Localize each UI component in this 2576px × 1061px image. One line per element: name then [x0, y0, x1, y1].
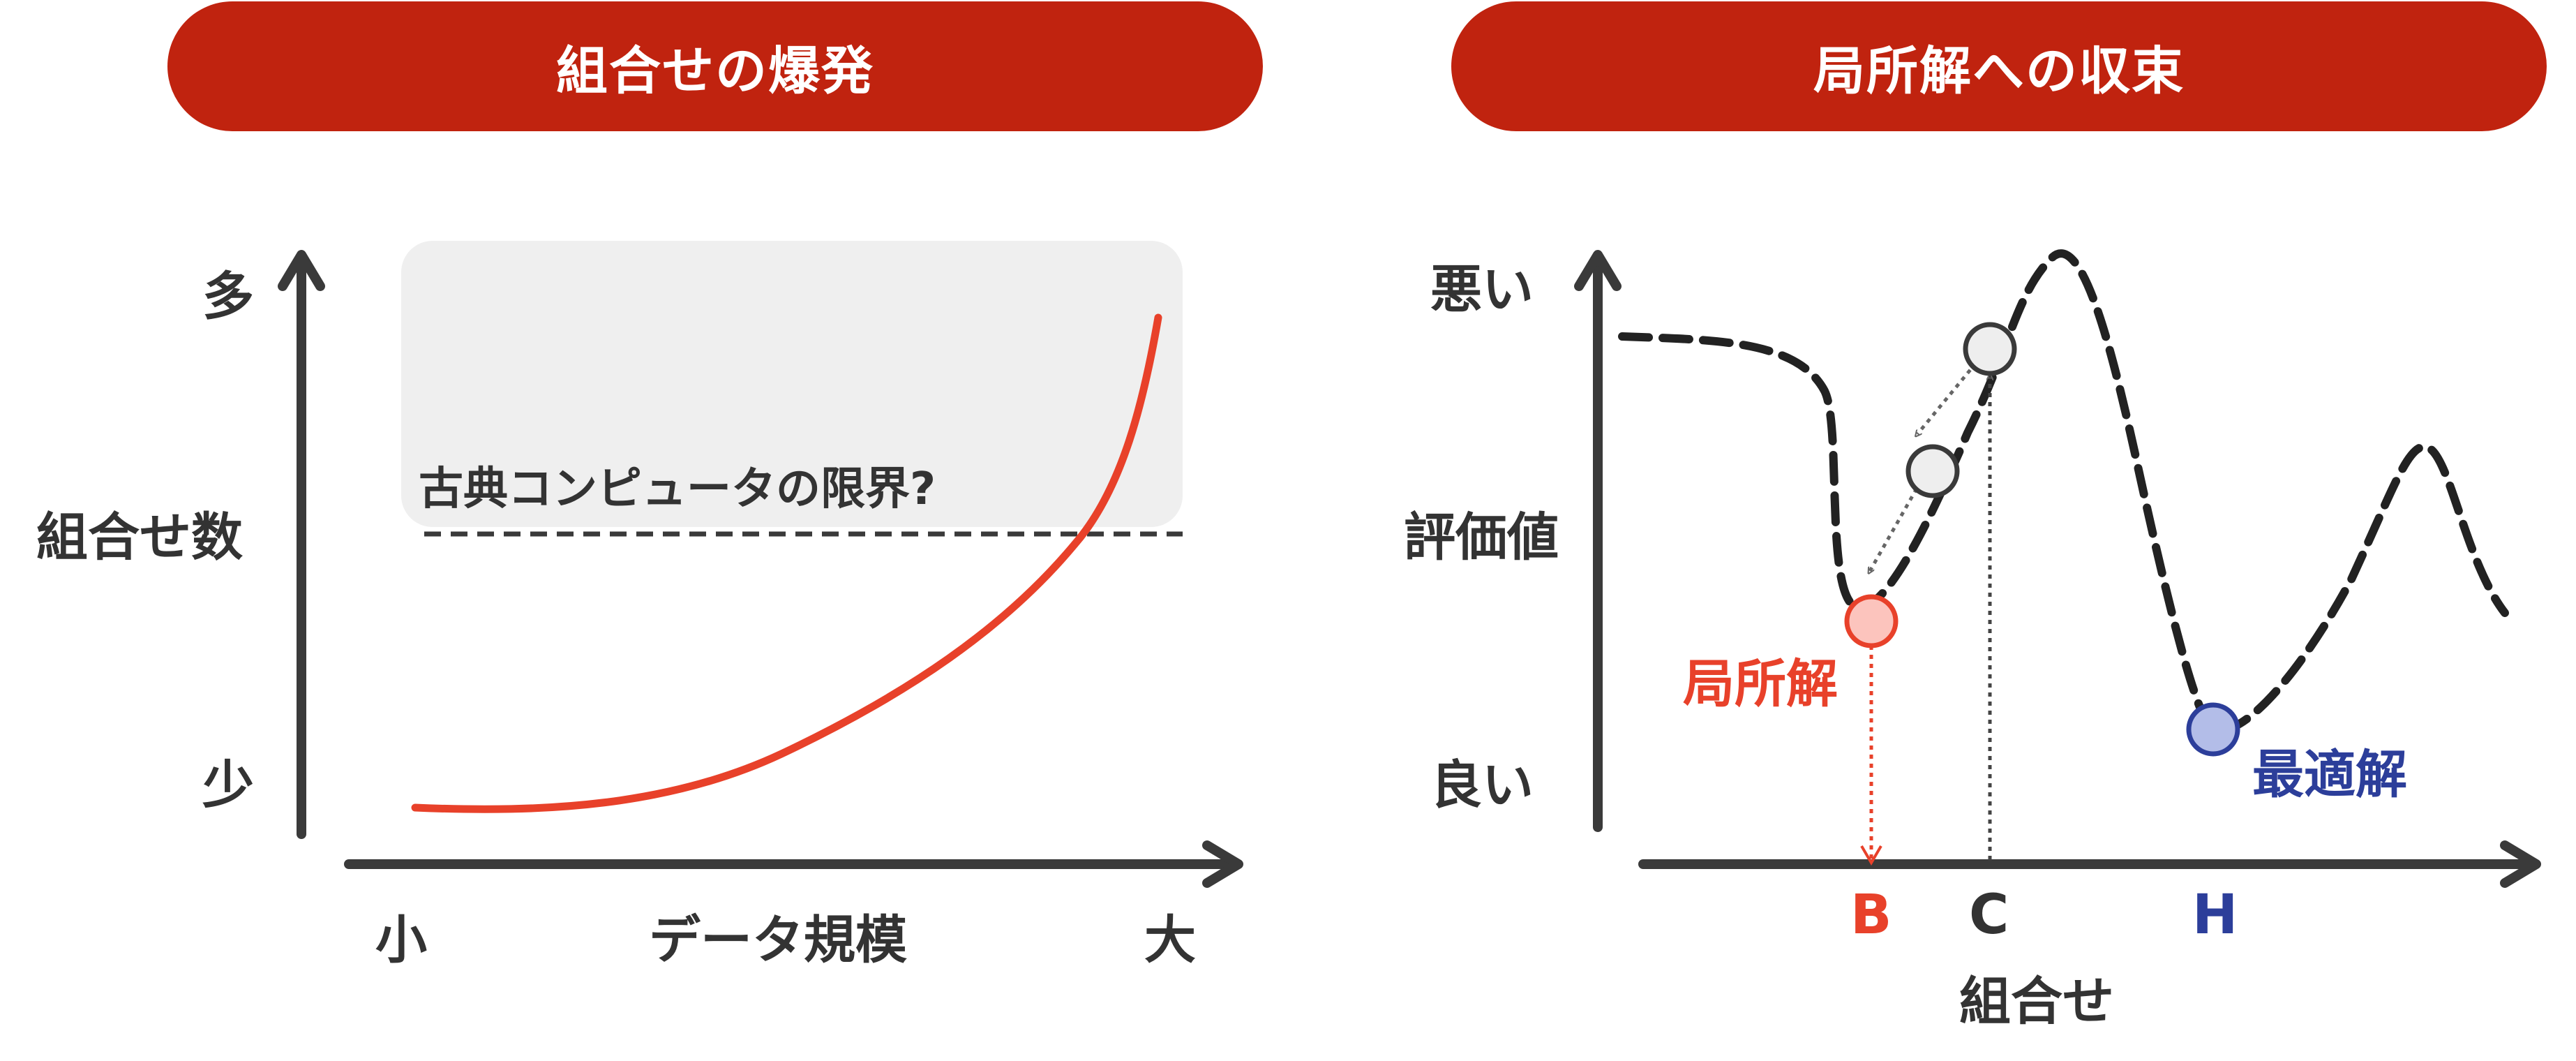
optimal-solution-point — [2186, 702, 2240, 757]
left-x-axis-arrowhead — [1202, 840, 1243, 888]
classical-limit-zone — [401, 241, 1183, 527]
left-title-banner: 組合せの爆発 — [167, 1, 1263, 131]
left-y-axis-arrowhead — [278, 250, 325, 291]
search-step-arrow-1 — [1917, 362, 1977, 434]
local-solution-label: 局所解 — [1683, 654, 1838, 714]
left-x-left-label: 小 — [375, 910, 427, 970]
right-y-axis-label: 評価値 — [1404, 507, 1559, 567]
left-y-top-label: 多 — [202, 267, 254, 327]
combination-growth-curve — [411, 313, 1162, 813]
x-tick-h: H — [2192, 884, 2238, 947]
right-x-axis-arrowhead — [2500, 840, 2541, 888]
optimal-solution-label: 最適解 — [2252, 745, 2407, 805]
intermediate-point — [1905, 444, 1960, 498]
left-y-bottom-label: 少 — [202, 755, 254, 815]
start-point-c — [1963, 322, 2017, 376]
left-y-axis-label: 組合せ数 — [36, 507, 243, 567]
limit-label: 古典コンピュータの限界? — [419, 463, 936, 515]
local-solution-drop-arrowhead — [1860, 845, 1882, 866]
left-x-axis-label: データ規模 — [649, 910, 907, 970]
right-y-bottom-label: 良い — [1430, 755, 1534, 815]
local-solution-point — [1844, 594, 1899, 648]
right-title-banner: 局所解への収束 — [1451, 1, 2547, 131]
right-chart: 悪い 評価値 良い 局所解 最適解 B C H 組合せ — [1404, 249, 2541, 1032]
evaluation-landscape-curve — [1618, 249, 2509, 735]
right-x-axis-label: 組合せ — [1959, 972, 2114, 1032]
right-y-top-label: 悪い — [1430, 260, 1534, 320]
left-x-right-label: 大 — [1144, 910, 1196, 970]
right-y-axis-arrowhead — [1574, 250, 1622, 291]
left-chart: 古典コンピュータの限界? 組合せ数 多 少 小 データ規模 大 — [36, 241, 1243, 970]
x-tick-b: B — [1850, 884, 1892, 947]
search-step-arrow-2 — [1870, 487, 1919, 571]
x-tick-c: C — [1969, 884, 2009, 947]
